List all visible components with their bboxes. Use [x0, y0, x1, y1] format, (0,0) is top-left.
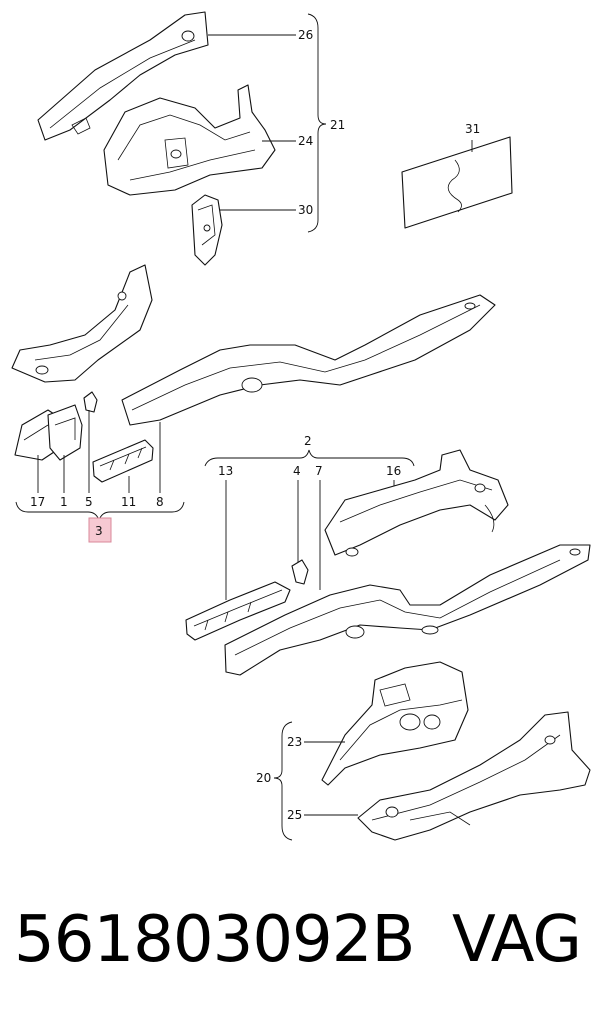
part-13-reinforcement	[185, 581, 291, 641]
part-25-longitudinal-rail	[357, 711, 591, 841]
callout-5: 5	[85, 495, 93, 509]
callout-21: 21	[330, 118, 345, 132]
callout-17: 17	[30, 495, 45, 509]
callout-25: 25	[287, 808, 302, 822]
part-11-reinforcement	[92, 439, 154, 483]
highlight-callout-3	[88, 517, 112, 543]
part-7-longitudinal-member	[224, 544, 591, 676]
part-8-longitudinal-member	[121, 294, 496, 426]
part-4-clip	[291, 559, 309, 585]
part-number: 561803092B	[14, 903, 415, 977]
part-16-upper-member	[324, 449, 509, 557]
part-31-sealing-strip	[401, 136, 513, 229]
callout-16: 16	[386, 464, 401, 478]
parts-diagram: 26 24 30 21 31 17 1 5 11	[11, 11, 591, 841]
brace-20	[273, 721, 293, 841]
callout-3: 3	[95, 524, 103, 538]
part-26-wheelhouse-rail	[37, 11, 209, 141]
footer: 561803092B VAG	[0, 900, 600, 1000]
brand-label: VAG	[452, 903, 582, 977]
part-upper-gusset	[11, 264, 153, 383]
callout-20: 20	[256, 771, 271, 785]
callout-31: 31	[465, 122, 480, 136]
brace-2	[204, 449, 415, 467]
callout-23: 23	[287, 735, 302, 749]
callout-30: 30	[298, 203, 313, 217]
part-23-wheelhouse-panel	[321, 661, 469, 786]
callout-13: 13	[218, 464, 233, 478]
callout-1: 1	[60, 495, 68, 509]
callout-26: 26	[298, 28, 313, 42]
brace-21	[307, 13, 327, 233]
callout-7: 7	[315, 464, 323, 478]
callout-4: 4	[293, 464, 301, 478]
callout-2: 2	[304, 434, 312, 448]
part-24-wheelhouse	[103, 84, 276, 196]
part-30-bracket	[191, 194, 223, 266]
callout-24: 24	[298, 134, 313, 148]
callout-11: 11	[121, 495, 136, 509]
part-1-plate	[47, 404, 83, 461]
callout-8: 8	[156, 495, 164, 509]
part-5-clip	[83, 391, 98, 413]
